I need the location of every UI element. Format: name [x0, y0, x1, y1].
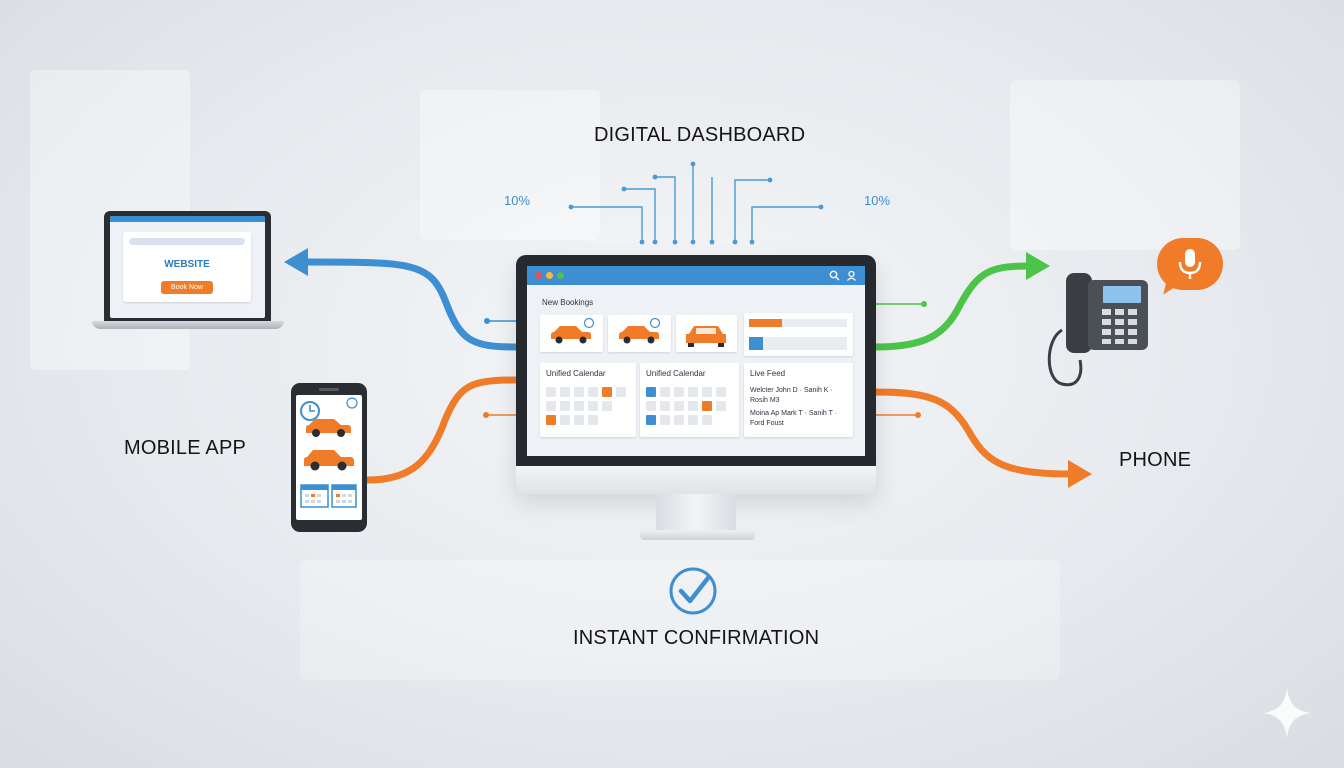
- url-bar: [129, 238, 245, 245]
- speech-bubble: [1157, 238, 1223, 290]
- booking-card[interactable]: [540, 315, 603, 352]
- booking-card[interactable]: [608, 315, 671, 352]
- status-bar-blue: [749, 337, 847, 350]
- user-icon[interactable]: [846, 270, 857, 281]
- website-arrowhead: [284, 248, 308, 276]
- car-icon: [304, 450, 354, 471]
- new-bookings-heading: New Bookings: [542, 298, 594, 307]
- percent-right: 10%: [864, 193, 891, 208]
- live-feed-title: Live Feed: [750, 369, 786, 378]
- mobile-app-illustration: [300, 397, 358, 508]
- instant-confirmation-label: INSTANT CONFIRMATION: [573, 627, 820, 649]
- background-table: [300, 560, 1060, 680]
- dashboard-monitor: New Bookings: [516, 255, 876, 493]
- car-icon: [686, 326, 726, 347]
- feed-line: Rosih M3: [750, 397, 780, 404]
- laptop-topbar: [110, 216, 265, 222]
- check-circle-icon: [669, 567, 717, 615]
- phone-screen: [296, 395, 362, 520]
- clock-icon: [300, 401, 320, 421]
- desk-phone-icon: [1047, 273, 1148, 387]
- booking-status-card: [744, 313, 853, 356]
- dashboard-title: DIGITAL DASHBOARD: [594, 124, 806, 146]
- monitor-stand: [656, 494, 736, 532]
- phone-orange-flow-line: [872, 388, 1074, 478]
- monitor-chin: [516, 466, 876, 494]
- sparkle-icon: [1263, 688, 1311, 738]
- car-icon: [619, 317, 661, 344]
- laptop-base: [92, 321, 284, 329]
- car-icon: [306, 419, 351, 437]
- unified-calendar-card-2[interactable]: Unified Calendar: [640, 363, 739, 437]
- book-now-button[interactable]: Book Now: [161, 281, 213, 294]
- booking-card[interactable]: [676, 315, 737, 352]
- microphone-icon: [1178, 249, 1202, 279]
- website-label: WEBSITE: [164, 259, 210, 270]
- maximize-dot[interactable]: [557, 272, 564, 279]
- search-icon[interactable]: [829, 270, 840, 281]
- feed-line: Welcter John D · Sanih K ·: [750, 387, 833, 394]
- background-panel-mid: [420, 90, 600, 240]
- unified-calendar-card-1[interactable]: Unified Calendar: [540, 363, 636, 437]
- smartphone-icon: [291, 383, 367, 532]
- phone-orange-arrowhead: [1068, 460, 1092, 488]
- minimize-dot[interactable]: [546, 272, 553, 279]
- dashboard-signal-lines: [571, 164, 821, 242]
- website-window: WEBSITE Book Now: [123, 232, 251, 302]
- calendar-icon: [331, 484, 357, 508]
- mobile-app-label: MOBILE APP: [124, 437, 247, 459]
- calendar-title: Unified Calendar: [646, 369, 706, 378]
- calendar-icon: [300, 484, 329, 508]
- phone-speaker: [319, 388, 339, 391]
- signal-dots: [568, 161, 824, 245]
- percent-left: 10%: [504, 193, 531, 208]
- phone-green-flow-line: [872, 262, 1032, 351]
- website-flow-line: [301, 258, 520, 351]
- dashboard-screen: New Bookings: [527, 266, 865, 456]
- feed-line: Ford Foust: [750, 420, 784, 427]
- phone-green-arrowhead: [1026, 252, 1050, 280]
- close-dot[interactable]: [535, 272, 542, 279]
- dashboard-titlebar: [527, 266, 865, 285]
- car-icon: [551, 317, 595, 344]
- mobile-flow-line: [364, 376, 520, 484]
- status-bar-orange: [749, 319, 847, 327]
- status-fill-blue: [749, 337, 763, 350]
- laptop-display: WEBSITE Book Now: [110, 216, 265, 318]
- status-fill-orange: [749, 319, 782, 327]
- monitor-foot: [640, 530, 755, 540]
- background-panel-right: [1010, 80, 1240, 250]
- feed-line: Moina Ap Mark T · Sanih T ·: [750, 410, 838, 417]
- live-feed-card[interactable]: Live Feed Welcter John D · Sanih K · Ros…: [744, 363, 853, 437]
- laptop-icon: WEBSITE Book Now: [104, 211, 271, 323]
- calendar-title: Unified Calendar: [546, 369, 606, 378]
- phone-label: PHONE: [1119, 449, 1192, 471]
